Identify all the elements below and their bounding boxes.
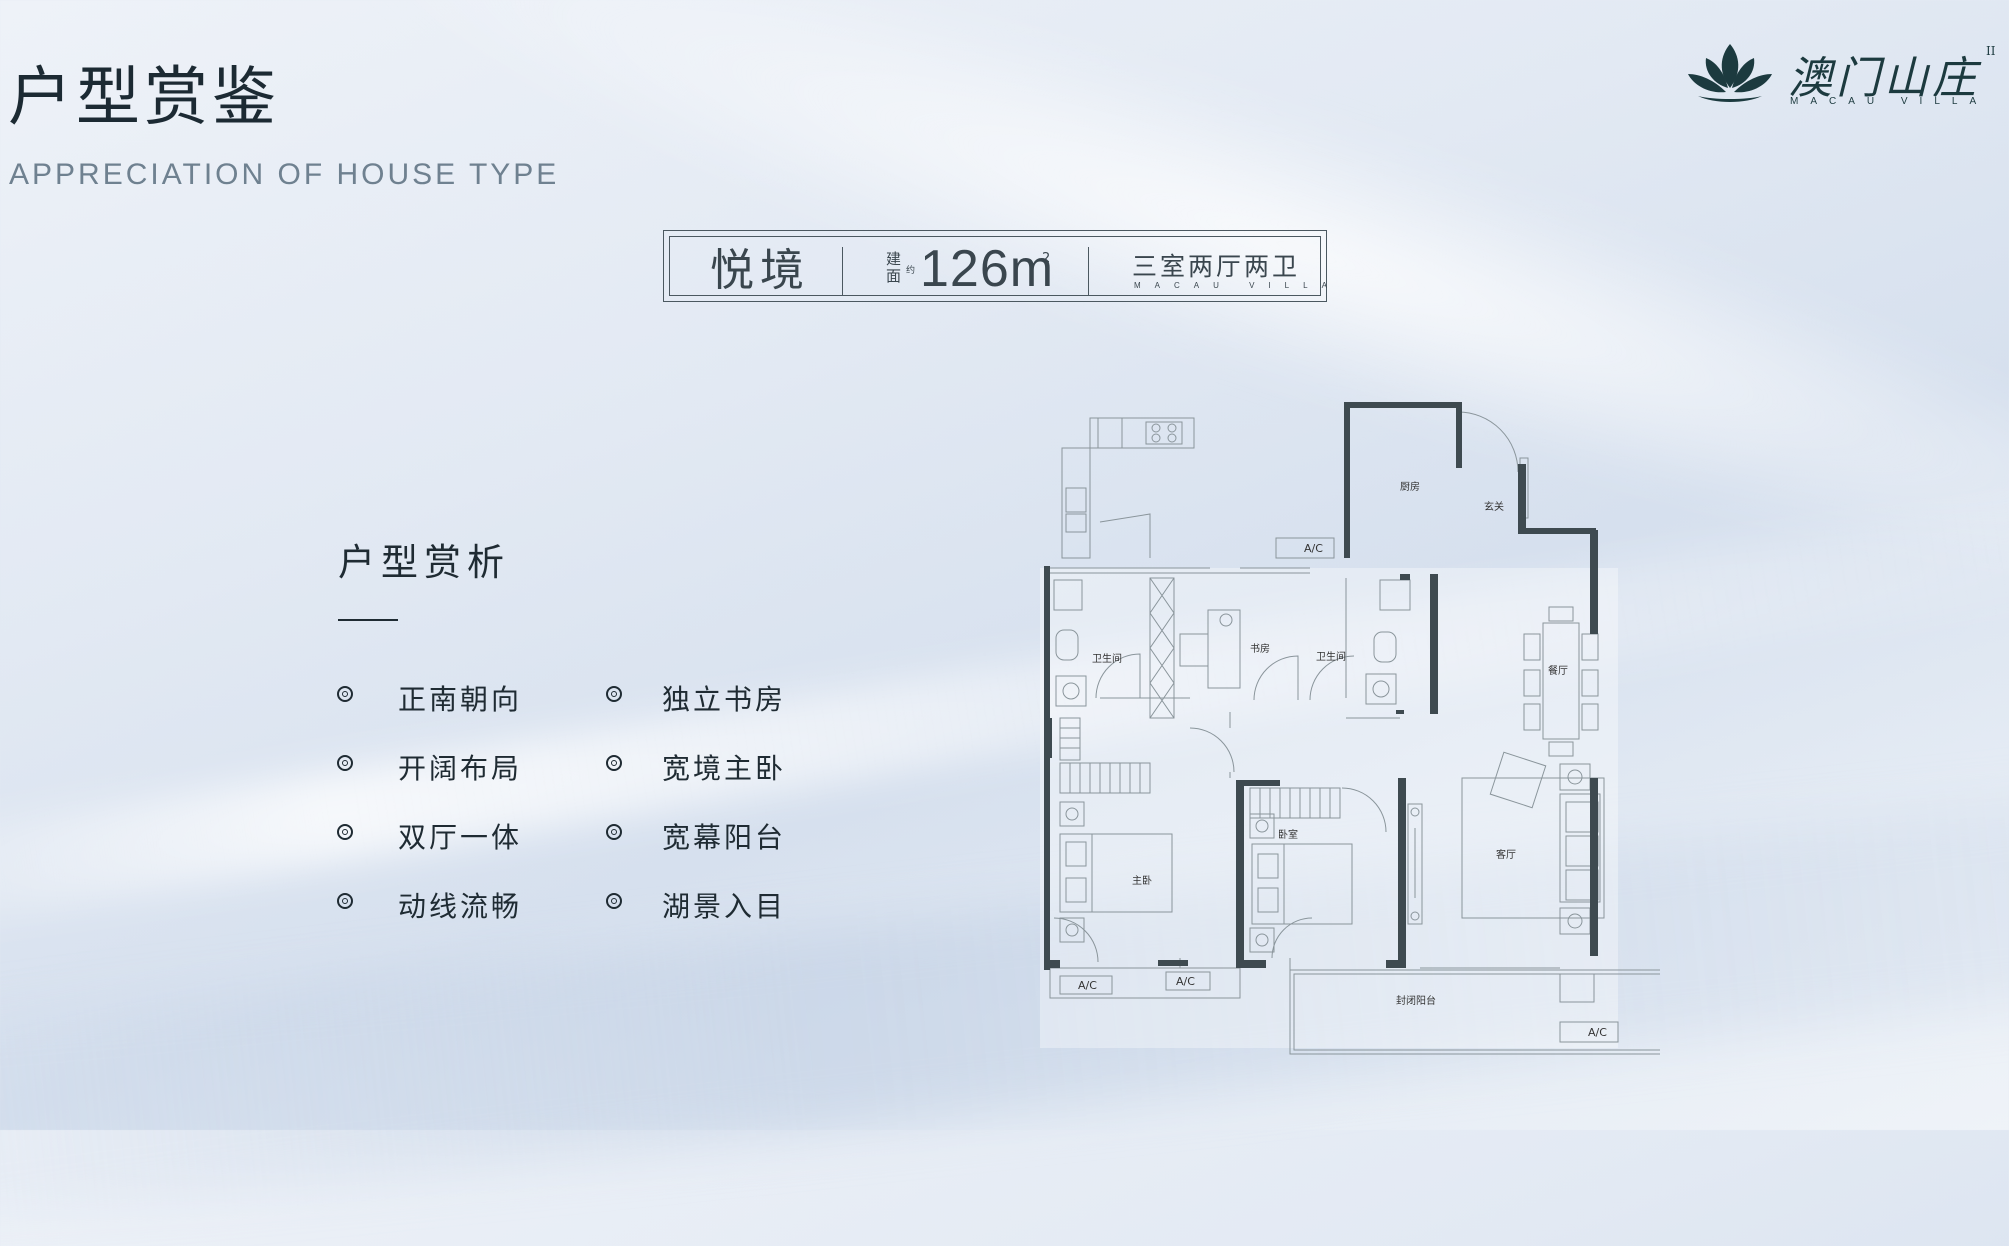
brand-phase-mark: II (1986, 44, 1996, 58)
floor-plan: 厨房 玄关 餐厅 书房 卫生间 卫生间 主卧 卧室 客厅 封闭阳台 A/C A/… (1040, 398, 1699, 1058)
banner-divider (842, 247, 843, 295)
layout-type: 三室两厅两卫 (1132, 252, 1301, 281)
bullet-icon (337, 686, 353, 702)
room-label-master: 主卧 (1132, 874, 1152, 887)
feature-item: 宽境主卧 (662, 752, 787, 785)
analysis-heading: 户型赏析 (338, 541, 510, 584)
unit-name: 悦境 (710, 245, 810, 296)
bullet-icon (337, 893, 353, 909)
bullet-icon (337, 755, 353, 771)
room-label-study: 书房 (1250, 642, 1270, 655)
brand-name-en: MACAU VILLA (1790, 96, 1989, 107)
room-label-bedroom: 卧室 (1278, 828, 1298, 841)
bullet-icon (606, 893, 622, 909)
page-title: 户型赏鉴 (8, 61, 280, 135)
feature-item: 独立书房 (662, 683, 787, 716)
area-approx: 约 (906, 266, 916, 276)
feature-item: 正南朝向 (398, 683, 523, 716)
brand-name-cn: 澳门山庄 (1788, 53, 1980, 104)
bullet-icon (606, 686, 622, 702)
ac-label: A/C (1078, 979, 1097, 992)
room-label-kitchen: 厨房 (1400, 480, 1420, 493)
bullet-icon (337, 824, 353, 840)
ac-label: A/C (1304, 542, 1323, 555)
room-label-bath-right: 卫生间 (1316, 650, 1346, 663)
heading-underline (338, 619, 398, 621)
page-subtitle: APPRECIATION OF HOUSE TYPE (9, 158, 560, 191)
room-label-foyer: 玄关 (1484, 500, 1504, 513)
banner-divider (1088, 247, 1089, 295)
feature-item: 宽幕阳台 (662, 821, 787, 854)
bullet-icon (606, 755, 622, 771)
room-label-living: 客厅 (1496, 848, 1516, 861)
ac-label: A/C (1588, 1026, 1607, 1039)
brand-logo: 澳门山庄 II MACAU VILLA (1684, 38, 1996, 118)
feature-item: 双厅一体 (398, 821, 523, 854)
layout-sub: MACAU VILLA (1134, 281, 1341, 290)
area-label: 建面 (886, 250, 902, 285)
bullet-icon (606, 824, 622, 840)
lotus-icon (1688, 44, 1772, 102)
feature-item: 开阔布局 (398, 752, 523, 785)
ac-label: A/C (1176, 975, 1195, 988)
room-label-balcony: 封闭阳台 (1396, 994, 1436, 1007)
feature-item: 动线流畅 (398, 890, 523, 923)
area-value: 126m (920, 240, 1055, 298)
room-label-bath-left: 卫生间 (1092, 652, 1122, 665)
area-unit-sup: 2 (1042, 251, 1051, 266)
unit-banner: 悦境 建面 约 126m 2 三室两厅两卫 MACAU VILLA (663, 230, 1327, 302)
unit-banner-inner: 悦境 建面 约 126m 2 三室两厅两卫 MACAU VILLA (669, 236, 1327, 298)
feature-item: 湖景入目 (662, 890, 787, 923)
floor-plan-drawing: 厨房 玄关 餐厅 书房 卫生间 卫生间 主卧 卧室 客厅 封闭阳台 A/C A/… (1040, 402, 1699, 1055)
room-label-dining: 餐厅 (1548, 664, 1568, 677)
